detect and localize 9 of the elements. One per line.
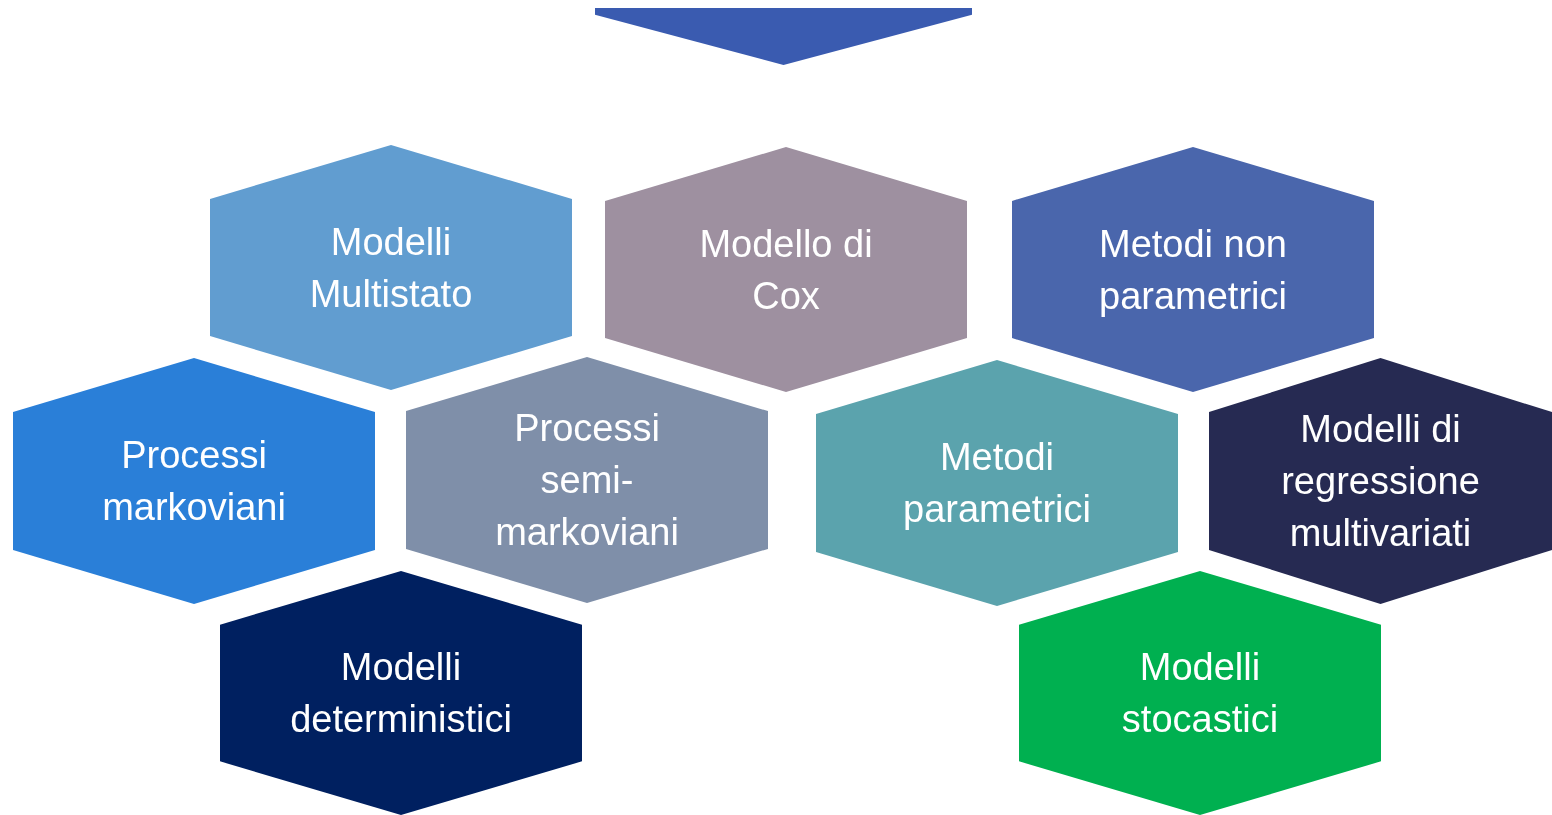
hexagon-label: Modello di Cox: [698, 221, 874, 319]
hexagon-label: Processi markoviani: [101, 433, 287, 530]
hexagon-label: Metodi non parametrici: [1098, 221, 1288, 319]
hexagon-label: Modelli deterministici: [289, 645, 513, 742]
hexagon-label: Modelli stocastici: [1120, 645, 1280, 742]
hexagon-label: Modelli di regressione multivariati: [1280, 407, 1481, 556]
hexagon-label: Metodi parametrici: [902, 435, 1092, 532]
hexagon-label: Modelli Multistato: [308, 219, 474, 317]
hexagon-label: Processi semi-markoviani: [494, 406, 680, 555]
